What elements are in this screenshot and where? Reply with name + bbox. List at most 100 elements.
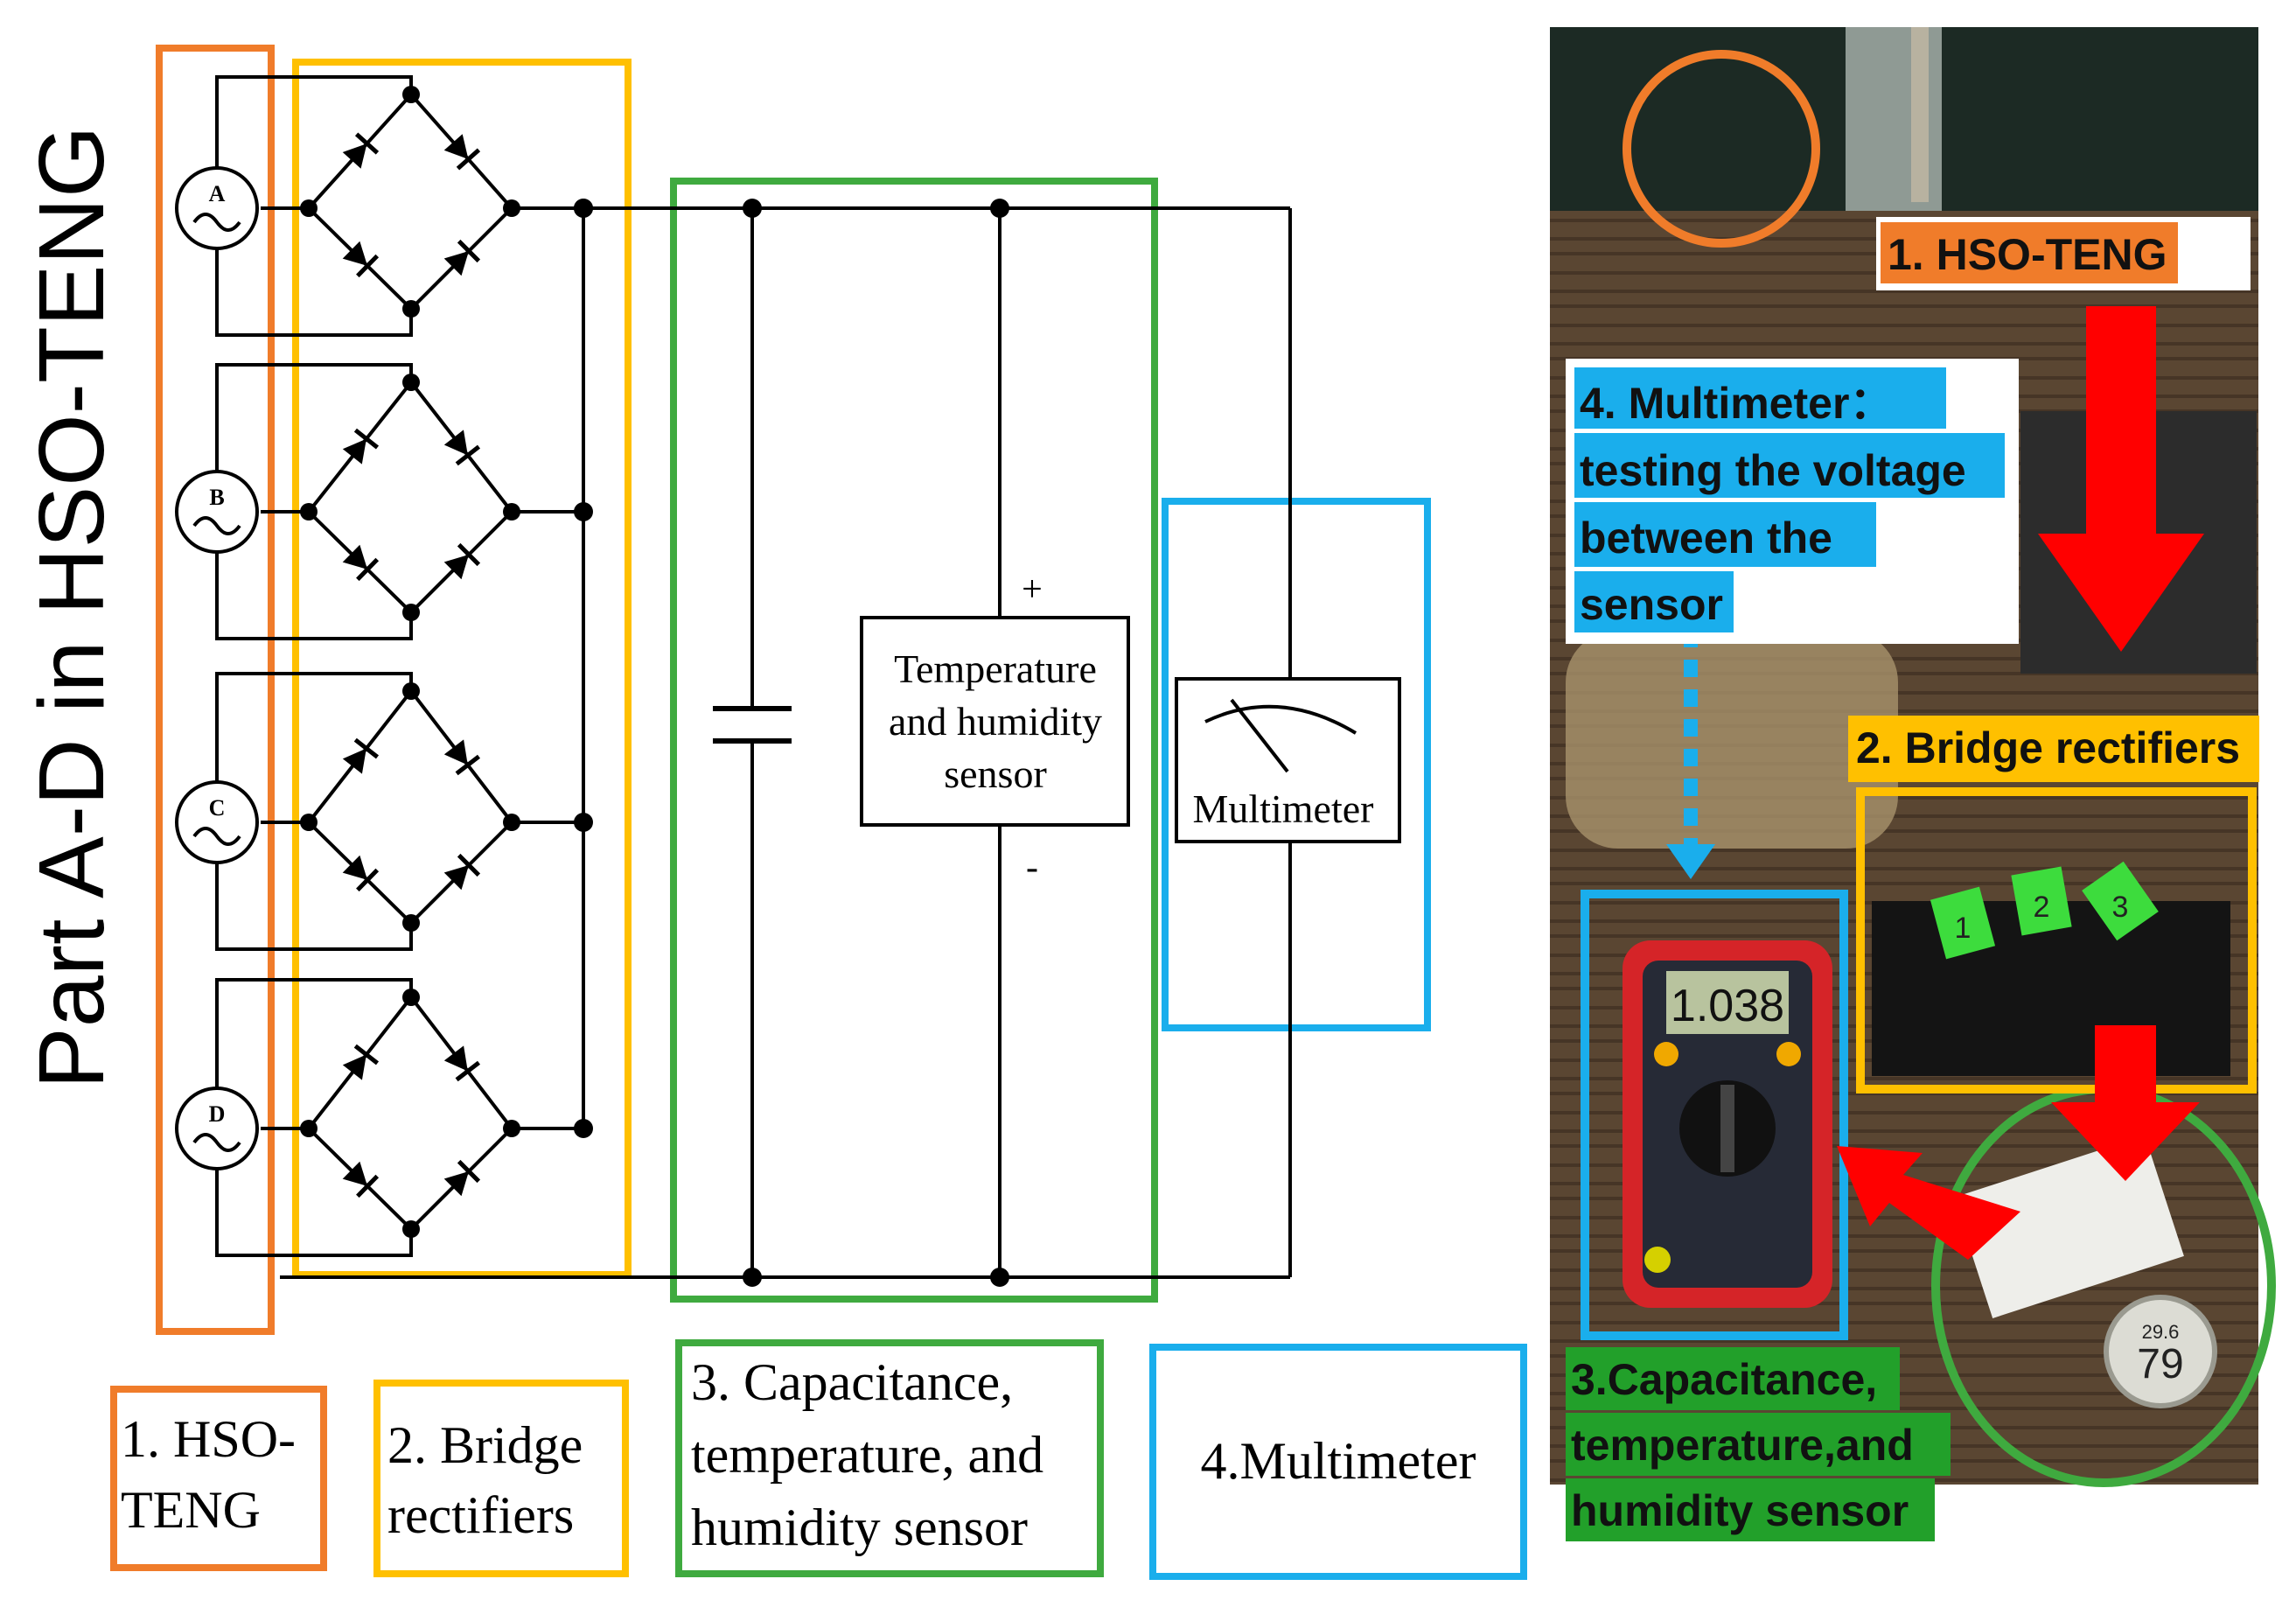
source-wire-top-c	[215, 672, 413, 782]
source-wire-top-b	[215, 363, 413, 472]
multimeter-group-frame	[1162, 498, 1431, 1031]
photo-label-multimeter-4: sensor	[1580, 580, 1723, 629]
ac-source-d	[175, 1086, 259, 1170]
multimeter-label-fill-2	[1574, 433, 2005, 498]
ac-wave-c	[192, 827, 241, 846]
photo-panel: 1 2 3 29.6 79 1.038	[1550, 27, 2276, 1541]
source-wire-bottom-c	[215, 863, 413, 951]
source-units: A B C D	[175, 75, 593, 1257]
photo-label-sensor-1: 3.Capacitance,	[1571, 1355, 1877, 1404]
sensor-box	[860, 616, 1130, 827]
diode-b-2	[443, 430, 481, 466]
ac-source-label-c: C	[209, 795, 226, 821]
sensor-label-fill-2	[1566, 1413, 1951, 1476]
legend-box-sensor	[675, 1339, 1104, 1577]
multimeter-label: Multimeter	[1193, 786, 1374, 831]
sensor-label-fill-1	[1566, 1347, 1900, 1410]
legend-bridge-line1: 2. Bridge	[387, 1416, 583, 1474]
diode-a-2	[443, 134, 481, 171]
sensor-label-line2: and humidity	[889, 699, 1102, 744]
meter-needle	[1230, 698, 1289, 773]
photo-label-teng: 1. HSO-TENG	[1888, 230, 2167, 279]
diode-b-1	[342, 428, 380, 465]
circuit-diagram: Part A-D in HSO-TENG A B C D	[20, 45, 1527, 1580]
ac-source-label-b: B	[209, 485, 224, 510]
sensor-group-frame	[670, 178, 1158, 1303]
photo-label-bridge: 2. Bridge rectifiers	[1856, 723, 2240, 772]
diode-d-2	[443, 1045, 481, 1082]
teng-label-fill	[1881, 222, 2178, 283]
capacitor-symbol	[713, 706, 792, 744]
photo-label-multimeter-2: testing the voltage	[1580, 446, 1966, 495]
rectifier-mark-2: 2	[2034, 891, 2050, 924]
vertical-title: Part A-D in HSO-TENG	[20, 126, 123, 1089]
legend-sensor-line2: temperature, and	[691, 1426, 1043, 1484]
sensor-label-fill-3	[1566, 1478, 1935, 1541]
bridge-label-fill	[1848, 716, 2259, 782]
legend-box-multimeter	[1149, 1344, 1527, 1580]
arrow-bridge-to-sensor	[2051, 1025, 2200, 1181]
dashed-arrow-head	[1666, 844, 1715, 879]
rectifier-mark-1: 1	[1955, 912, 1971, 945]
photo-label-sensor-2: temperature,and	[1571, 1421, 1914, 1470]
multimeter-label-fill-1	[1574, 367, 1946, 429]
arrow-sensor-to-multimeter	[1837, 1146, 2020, 1260]
ac-source-a	[175, 166, 259, 250]
bridge-rectifier-c	[306, 688, 514, 926]
photo-label-multimeter-3: between the	[1580, 514, 1832, 562]
diode-d-3	[342, 1161, 380, 1198]
source-wire-bottom-d	[215, 1169, 413, 1257]
meter-scale-arc	[1204, 704, 1357, 735]
legend-multimeter-line1: 4.Multimeter	[1201, 1432, 1476, 1490]
source-wire-top-a	[215, 75, 413, 168]
multimeter-box	[1175, 677, 1401, 843]
ac-source-b	[175, 470, 259, 554]
diode-b-3	[342, 544, 380, 582]
rectifier-mark-3: 3	[2112, 891, 2129, 924]
legend-box-teng	[110, 1386, 327, 1571]
ac-wave-d	[192, 1133, 241, 1152]
arrow-teng-to-bridge	[2038, 306, 2204, 652]
multimeter-label-fill-3	[1574, 502, 1876, 567]
multimeter-reading: 1.038	[1671, 981, 1784, 1031]
source-wire-bottom-a	[215, 248, 413, 337]
ac-wave-b	[192, 516, 241, 535]
hygrometer-humidity: 79	[2137, 1341, 2183, 1387]
bus-junction-d	[574, 1119, 593, 1138]
bridge-rectifier-a	[306, 91, 514, 311]
multimeter-label-fill-4	[1574, 571, 1734, 632]
sensor-label-line1: Temperature	[894, 646, 1097, 691]
diode-d-1	[342, 1044, 380, 1080]
teng-group-frame	[156, 45, 275, 1335]
diode-c-1	[342, 737, 380, 774]
teng-highlight-circle	[1623, 50, 1820, 248]
rectifier-group-frame	[292, 59, 632, 1278]
legend-teng-line1: 1. HSO-	[121, 1410, 296, 1468]
diode-c-2	[443, 739, 481, 776]
source-wire-bottom-b	[215, 552, 413, 640]
photo-multimeter: 1.038	[1623, 940, 1832, 1308]
photo-green-tag-2	[2011, 866, 2072, 936]
photo-screw-rod	[1911, 27, 1929, 202]
legend-teng-line2: TENG	[121, 1481, 261, 1539]
ac-source-label-a: A	[209, 181, 226, 206]
legend-sensor-line1: 3. Capacitance,	[691, 1353, 1013, 1411]
bridge-highlight-frame	[1856, 787, 2257, 1093]
diode-a-4	[443, 239, 481, 276]
sensor-label-line3: sensor	[944, 751, 1047, 796]
minus-sign: -	[1026, 848, 1038, 888]
legend-sensor-line3: humidity sensor	[691, 1499, 1028, 1556]
diode-b-4	[443, 542, 481, 580]
diode-a-1	[342, 132, 380, 169]
legend-box-bridge	[373, 1380, 629, 1577]
photo-hygrometer	[2104, 1295, 2217, 1408]
multimeter-highlight-frame	[1581, 890, 1848, 1340]
ac-wave-a	[192, 213, 241, 232]
bridge-rectifier-d	[306, 994, 514, 1232]
plus-sign: +	[1022, 569, 1043, 610]
ac-source-label-d: D	[209, 1101, 226, 1127]
photo-breadboard	[1953, 1135, 2184, 1318]
photo-label-sensor-3: humidity sensor	[1571, 1486, 1909, 1535]
diode-c-3	[342, 855, 380, 892]
